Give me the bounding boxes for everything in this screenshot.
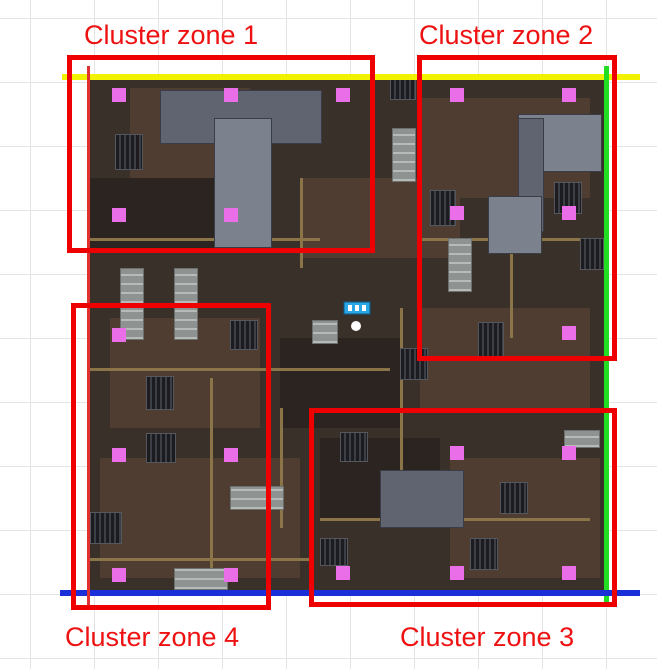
spawn-marker: [336, 566, 350, 580]
cluster-zone-1-label: Cluster zone 1: [84, 20, 259, 50]
vent: [580, 238, 604, 270]
stair-pad: [230, 486, 284, 510]
cluster-zone-2-box: [417, 55, 617, 361]
spawn-marker: [112, 448, 126, 462]
spawn-marker: [224, 208, 238, 222]
stair-pad: [174, 568, 228, 590]
cluster-zone-4-label: Cluster zone 4: [65, 622, 240, 652]
spawn-marker: [224, 88, 238, 102]
spawn-marker: [450, 446, 464, 460]
floor-patch: [280, 338, 400, 428]
player-gizmo-icon[interactable]: [342, 300, 372, 336]
spawn-marker: [112, 208, 126, 222]
vent: [115, 134, 143, 170]
stair-pad: [312, 320, 338, 344]
stair-pad: [392, 128, 416, 182]
x-axis-line: [62, 74, 640, 80]
spawn-marker: [112, 328, 126, 342]
pipe: [90, 368, 390, 371]
spawn-marker: [562, 566, 576, 580]
pipe: [210, 378, 213, 578]
pipe: [90, 558, 310, 561]
vent: [146, 376, 174, 410]
spawn-marker: [336, 88, 350, 102]
spawn-marker: [224, 568, 238, 582]
vent: [146, 433, 176, 463]
vent: [320, 538, 348, 566]
vent: [90, 512, 122, 544]
vent: [478, 322, 504, 358]
spawn-marker: [450, 566, 464, 580]
spawn-marker: [562, 88, 576, 102]
pipe: [280, 408, 283, 528]
pipe: [510, 198, 513, 338]
level-map: [90, 78, 608, 594]
spawn-marker: [450, 206, 464, 220]
building-roof: [214, 118, 272, 248]
vent: [230, 320, 258, 350]
spawn-marker: [450, 88, 464, 102]
pipe: [90, 238, 320, 241]
cluster-zone-3-label: Cluster zone 3: [400, 622, 575, 652]
cluster-zone-1-box: [67, 55, 375, 253]
cluster-zone-4-box: [71, 303, 271, 610]
origin-axis-line: [87, 66, 90, 606]
vent: [340, 432, 368, 462]
cluster-zone-3-box: [309, 408, 617, 607]
spawn-marker: [562, 446, 576, 460]
spawn-marker: [112, 88, 126, 102]
vent: [390, 78, 416, 100]
stair-pad: [448, 238, 472, 292]
building-roof: [380, 470, 464, 528]
z-axis-line: [60, 590, 640, 596]
y-axis-line: [604, 66, 609, 606]
vent: [470, 538, 498, 570]
pipe: [300, 178, 303, 268]
vent: [400, 348, 428, 380]
vent: [500, 482, 528, 514]
spawn-marker: [112, 568, 126, 582]
stair-pad: [564, 430, 600, 448]
cluster-zone-2-label: Cluster zone 2: [419, 20, 594, 50]
spawn-marker: [562, 206, 576, 220]
spawn-marker: [224, 448, 238, 462]
spawn-marker: [562, 326, 576, 340]
building-roof: [488, 196, 542, 254]
